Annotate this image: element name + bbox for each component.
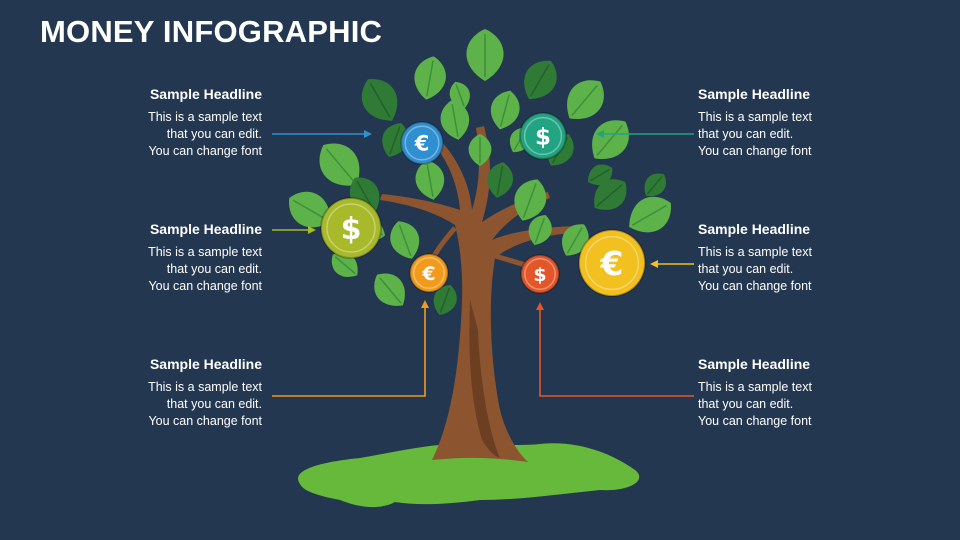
leaf (514, 179, 547, 221)
coin-1: € (400, 121, 444, 165)
leaf (594, 179, 627, 210)
leaf (415, 160, 445, 200)
coin-3: € (409, 253, 449, 293)
leaf (468, 134, 492, 166)
leaf (331, 252, 358, 277)
leaf (487, 162, 513, 198)
leaf (289, 191, 331, 228)
dollar-icon: $ (341, 212, 362, 247)
info-text-3: This is a sample text that you can edit.… (148, 380, 262, 428)
info-headline-3: Sample Headline (149, 356, 262, 372)
leaf (567, 80, 604, 119)
coin-4: $ (519, 112, 567, 160)
leaf (319, 143, 360, 186)
leaf (449, 81, 470, 109)
euro-icon: € (421, 263, 435, 285)
info-block-5: Sample Headline This is a sample text th… (698, 221, 868, 295)
leaf (644, 173, 667, 197)
euro-icon: € (414, 132, 430, 156)
arrowhead-3 (421, 300, 429, 308)
leaf (629, 196, 671, 233)
info-headline-4: Sample Headline (698, 86, 811, 102)
info-headline-1: Sample Headline (149, 86, 262, 102)
info-headline-5: Sample Headline (698, 221, 811, 237)
leaf (524, 60, 557, 100)
arrowhead-5 (650, 260, 658, 268)
dollar-icon: $ (533, 264, 546, 286)
euro-icon: € (600, 244, 624, 283)
coins: € $ € $ € $ (320, 112, 646, 297)
arrowhead-6 (536, 302, 544, 310)
info-text-2: This is a sample text that you can edit.… (148, 245, 262, 293)
ground-shape (298, 443, 640, 508)
leaf (414, 56, 446, 100)
arrowhead-1 (364, 130, 372, 138)
leaf (390, 221, 420, 259)
tree-trunk (380, 126, 585, 462)
info-block-6: Sample Headline This is a sample text th… (698, 356, 868, 430)
leaf (587, 164, 613, 186)
leaf (592, 120, 629, 159)
leaf (466, 29, 504, 81)
leaf (433, 284, 457, 316)
connector-lines (272, 130, 694, 397)
dollar-icon: $ (535, 124, 551, 150)
info-text-6: This is a sample text that you can edit.… (698, 380, 812, 428)
coin-6: $ (520, 254, 560, 294)
info-block-4: Sample Headline This is a sample text th… (698, 86, 868, 160)
info-block-2: Sample Headline This is a sample text th… (92, 221, 262, 295)
coin-2: $ (320, 197, 382, 259)
leaf (528, 214, 552, 246)
info-block-3: Sample Headline This is a sample text th… (92, 356, 262, 430)
trunk-shade (469, 300, 500, 458)
page-title: MONEY INFOGRAPHIC (40, 14, 383, 49)
info-headline-6: Sample Headline (698, 356, 811, 372)
leaf (490, 90, 520, 130)
leaf (562, 224, 589, 256)
info-text-4: This is a sample text that you can edit.… (698, 110, 812, 158)
arrowhead-4 (596, 130, 604, 138)
coin-5: € (578, 229, 646, 297)
arrowhead-2 (308, 226, 316, 234)
info-headline-2: Sample Headline (149, 221, 262, 237)
connector-6 (539, 306, 694, 397)
leaf (361, 79, 398, 121)
info-text-5: This is a sample text that you can edit.… (698, 245, 812, 293)
leaf (374, 273, 405, 306)
info-block-1: Sample Headline This is a sample text th… (92, 86, 262, 160)
leaf (440, 100, 470, 140)
info-text-1: This is a sample text that you can edit.… (148, 110, 262, 158)
connector-3 (272, 304, 426, 397)
